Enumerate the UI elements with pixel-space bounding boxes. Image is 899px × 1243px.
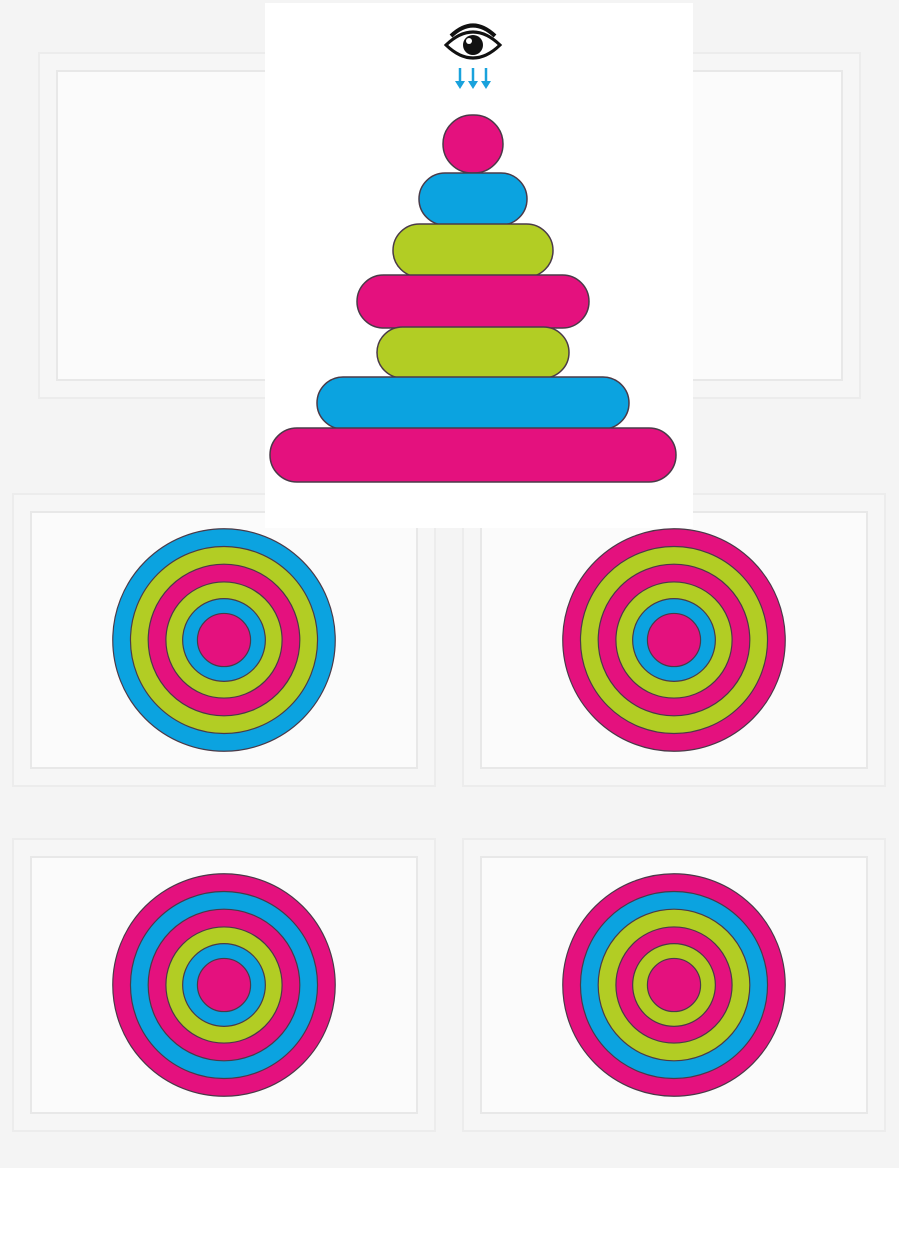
- down-arrow-icon: [481, 68, 491, 89]
- option-d-ring-6: [646, 957, 702, 1013]
- option-card-a-inner: [30, 511, 418, 769]
- option-card-c[interactable]: [12, 838, 436, 1132]
- option-card-d[interactable]: [462, 838, 886, 1132]
- down-arrow-icon: [455, 68, 465, 89]
- down-arrow-icon: [468, 68, 478, 89]
- pyramid-ring-1: [442, 114, 504, 174]
- target-rings-c: [112, 873, 336, 1097]
- pyramid-ring-6: [316, 376, 630, 430]
- option-card-d-inner: [480, 856, 868, 1114]
- option-c-ring-6: [196, 957, 252, 1013]
- option-a-ring-6: [196, 612, 252, 668]
- eye-icon: [443, 23, 503, 60]
- pyramid-ring-5: [376, 326, 570, 379]
- pyramid-ring-4: [356, 274, 590, 329]
- pyramid-figure: [269, 23, 677, 483]
- option-b-ring-6: [646, 612, 702, 668]
- option-card-b[interactable]: [462, 493, 886, 787]
- pyramid-ring-2: [418, 172, 528, 226]
- pyramid-ring-7: [269, 427, 677, 483]
- option-card-c-inner: [30, 856, 418, 1114]
- down-arrows-icon: [455, 68, 491, 89]
- option-card-a[interactable]: [12, 493, 436, 787]
- target-rings-a: [112, 528, 336, 752]
- pyramid-ring-3: [392, 223, 554, 278]
- option-card-b-inner: [480, 511, 868, 769]
- target-rings-d: [562, 873, 786, 1097]
- pyramid-panel: [265, 3, 693, 528]
- target-rings-b: [562, 528, 786, 752]
